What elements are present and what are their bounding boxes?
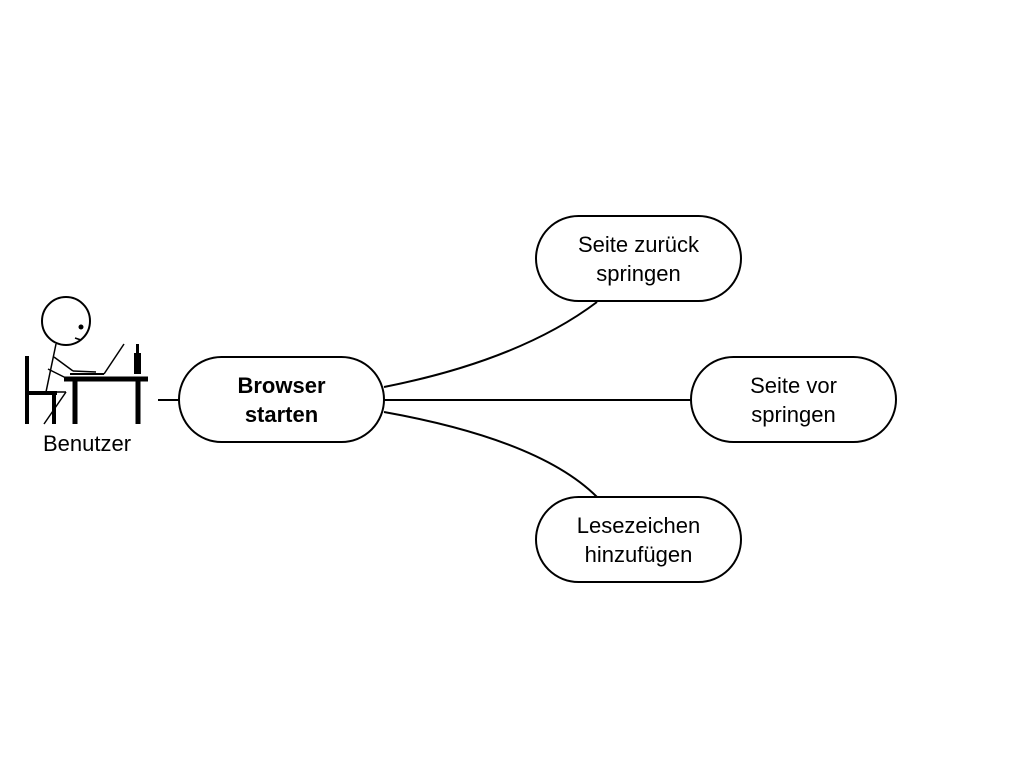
use-case-line: hinzufügen xyxy=(584,541,693,567)
connector-browser-to-bookmark xyxy=(383,411,598,498)
use-case-text: Lesezeichen hinzufügen xyxy=(577,511,701,569)
eye-icon xyxy=(78,324,84,330)
use-case-browser-starten[interactable]: Browser starten xyxy=(178,356,385,443)
use-case-line: springen xyxy=(751,401,836,427)
use-case-line: Seite vor xyxy=(750,372,837,398)
head-icon xyxy=(41,296,91,346)
actor-label: Benutzer xyxy=(42,431,132,456)
use-case-seite-zurueck[interactable]: Seite zurück springen xyxy=(535,215,742,302)
use-case-line: Seite zurück xyxy=(577,231,700,257)
use-case-text: Browser starten xyxy=(237,371,325,429)
use-case-line: starten xyxy=(244,401,319,427)
use-case-lesezeichen[interactable]: Lesezeichen hinzufügen xyxy=(535,496,742,583)
use-case-line: Lesezeichen xyxy=(576,512,701,538)
use-case-line: Browser xyxy=(237,372,326,398)
person-at-laptop-icon xyxy=(25,296,148,425)
use-case-line: springen xyxy=(596,260,681,286)
use-case-text: Seite vor springen xyxy=(750,371,837,429)
connector-browser-to-back xyxy=(383,301,598,388)
use-case-text: Seite zurück springen xyxy=(578,230,699,288)
use-case-seite-vor[interactable]: Seite vor springen xyxy=(690,356,897,443)
